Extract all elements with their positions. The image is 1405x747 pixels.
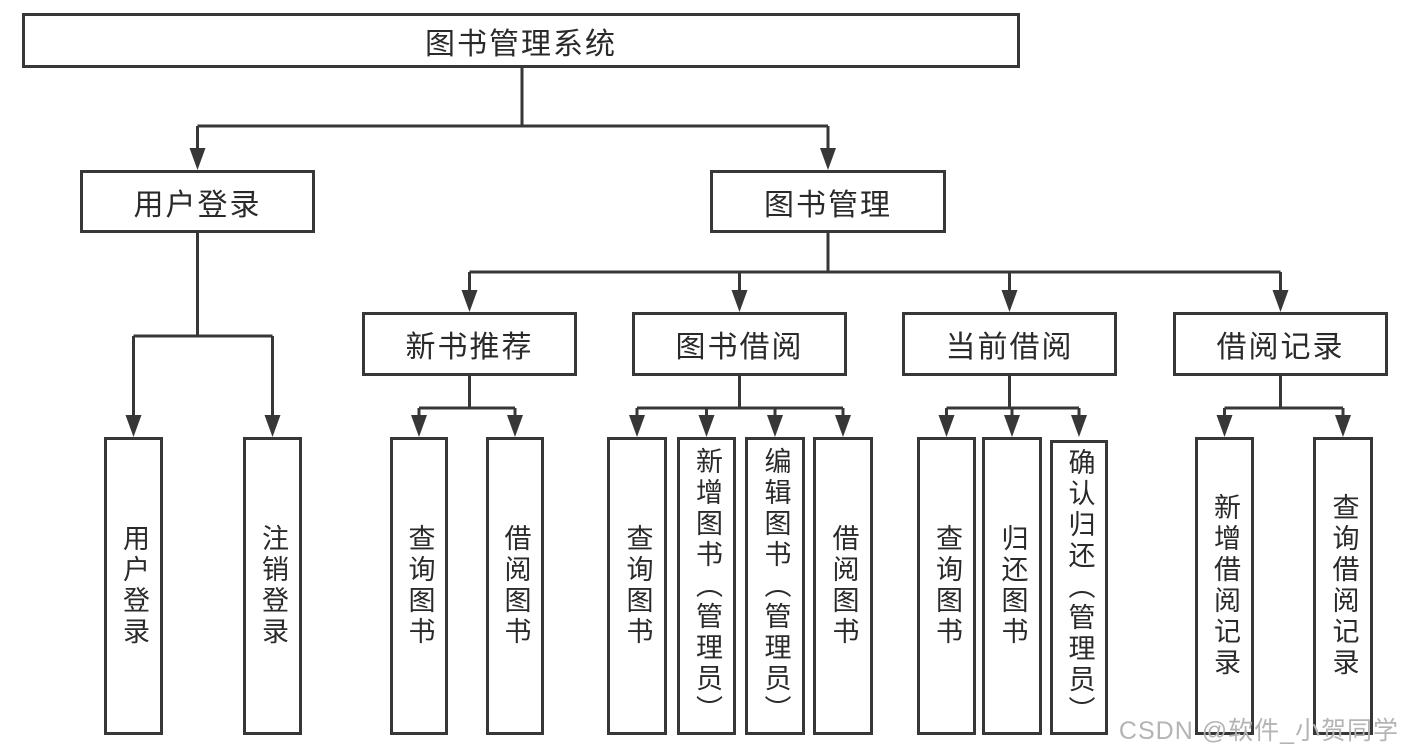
leaf-label: 归还图书	[997, 524, 1028, 648]
node-book-management: 图书管理	[710, 170, 946, 233]
arrow-down-icon	[1004, 415, 1020, 437]
leaf-query-book-2: 查询图书	[607, 437, 667, 735]
leaf-user-login: 用户登录	[104, 437, 163, 735]
leaf-borrow-book-2: 借阅图书	[813, 437, 873, 735]
arrow-down-icon	[835, 415, 851, 437]
leaf-add-borrow-record: 新增借阅记录	[1195, 437, 1254, 735]
leaf-query-borrow-record: 查询借阅记录	[1313, 437, 1373, 735]
leaf-add-book-admin: 新增图书（管理员）	[677, 437, 736, 735]
leaf-label: 用户登录	[119, 524, 149, 648]
leaf-label: 确认归还（管理员）	[1064, 448, 1095, 727]
node-borrow-record: 借阅记录	[1173, 312, 1388, 376]
arrow-down-icon	[1001, 290, 1018, 312]
arrow-down-icon	[731, 290, 748, 312]
arrow-down-icon	[411, 415, 427, 437]
leaf-query-book-3: 查询图书	[917, 437, 976, 735]
connector-root-to-level2	[189, 68, 836, 170]
leaf-label: 借阅图书	[828, 524, 859, 648]
arrow-down-icon	[461, 290, 478, 312]
node-user-login: 用户登录	[80, 170, 315, 233]
node-root-system: 图书管理系统	[22, 13, 1020, 68]
arrow-down-icon	[767, 415, 783, 437]
arrow-down-icon	[507, 415, 523, 437]
arrow-down-icon	[189, 148, 206, 170]
arrow-down-icon	[1272, 290, 1289, 312]
leaf-edit-book-admin: 编辑图书（管理员）	[745, 437, 805, 735]
leaf-label: 新增借阅记录	[1210, 493, 1240, 679]
leaf-query-book-1: 查询图书	[390, 437, 448, 735]
leaf-return-book: 归还图书	[982, 437, 1042, 735]
node-current-borrow: 当前借阅	[902, 312, 1117, 376]
connector-current-borrow-children	[938, 376, 1087, 437]
node-new-book-recommend: 新书推荐	[362, 312, 577, 376]
leaf-label: 新增图书（管理员）	[692, 446, 722, 726]
arrow-down-icon	[938, 415, 955, 437]
node-book-borrow: 图书借阅	[632, 312, 847, 376]
leaf-confirm-return-admin: 确认归还（管理员）	[1050, 440, 1108, 735]
arrow-down-icon	[1216, 415, 1233, 437]
connector-borrow-record-children	[1216, 376, 1351, 437]
arrow-down-icon	[1335, 415, 1351, 437]
leaf-label: 查询图书	[404, 524, 435, 648]
arrow-down-icon	[125, 415, 142, 437]
leaf-label: 查询借阅记录	[1328, 493, 1359, 679]
arrow-down-icon	[820, 148, 836, 170]
leaf-borrow-book-1: 借阅图书	[486, 437, 544, 735]
connector-user-login-children	[125, 233, 281, 437]
leaf-label: 借阅图书	[500, 524, 531, 648]
arrow-down-icon	[264, 415, 281, 437]
leaf-label: 注销登录	[258, 524, 288, 648]
arrow-down-icon	[1071, 415, 1087, 437]
leaf-label: 查询图书	[932, 524, 962, 648]
connector-book-borrow-children	[629, 376, 851, 437]
leaf-label: 编辑图书（管理员）	[760, 446, 791, 726]
csdn-watermark: CSDN @软件_小贺同学	[1118, 717, 1399, 745]
connector-new-book-rec-children	[411, 376, 523, 437]
arrow-down-icon	[629, 415, 645, 437]
arrow-down-icon	[698, 415, 715, 437]
connector-book-mgmt-to-level3	[461, 233, 1289, 312]
leaf-logout: 注销登录	[243, 437, 302, 735]
leaf-label: 查询图书	[622, 524, 653, 648]
